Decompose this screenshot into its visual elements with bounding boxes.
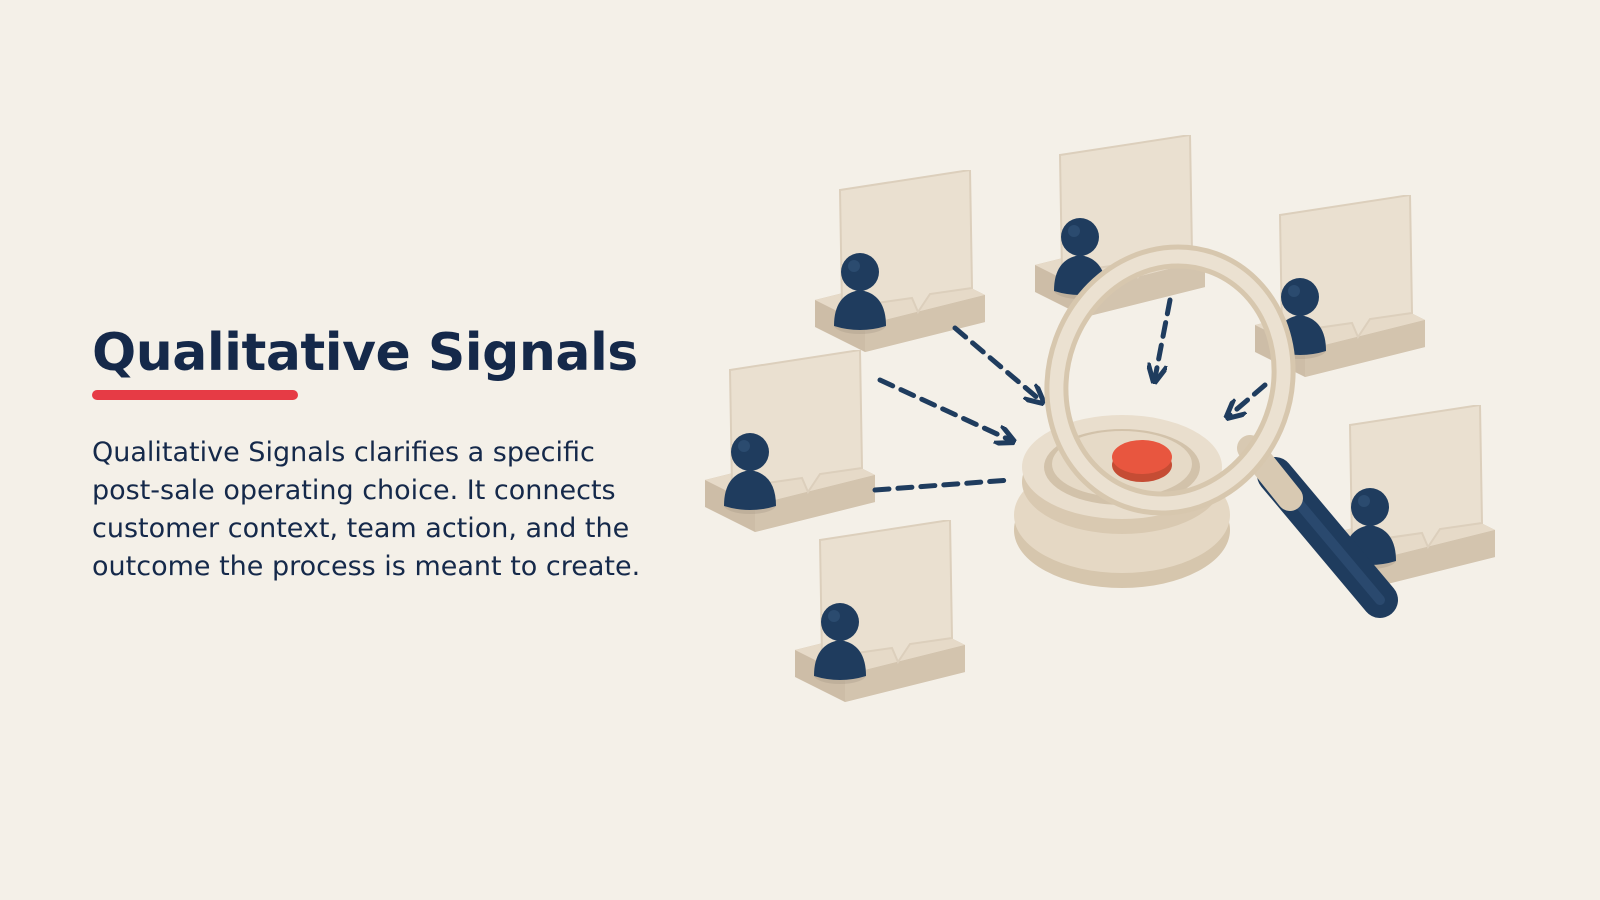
title-underline [92, 390, 298, 401]
magnifying-glass-icon [1044, 244, 1398, 618]
person-card-6 [794, 520, 966, 703]
person-card-1 [814, 170, 986, 353]
slide-title: Qualitative Signals [92, 323, 638, 383]
person-card-4 [704, 350, 876, 533]
person-card-2 [1034, 135, 1206, 318]
dashed-arrow-icon [872, 297, 1268, 493]
slide-body: Qualitative Signals clarifies a specific… [92, 437, 641, 583]
text-block: Qualitative Signals Qualitative Signals … [92, 322, 652, 586]
signals-illustration [704, 135, 1496, 703]
